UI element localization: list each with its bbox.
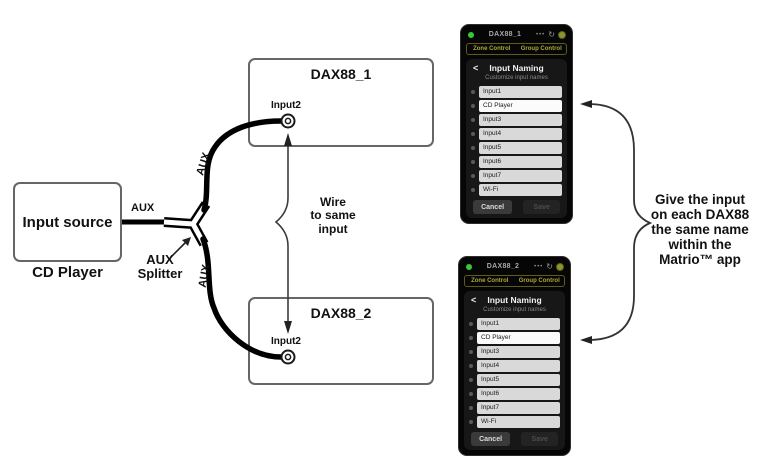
input7-field[interactable]: Input7 <box>479 170 562 182</box>
input-row: Input1 <box>469 318 560 330</box>
menu-icon[interactable]: ••• <box>533 263 544 270</box>
connection-status-icon <box>466 263 472 270</box>
phone2-tabbar: Zone Control Group Control <box>464 274 565 287</box>
input-row: Input3 <box>469 346 560 358</box>
row-bullet-icon <box>469 350 473 354</box>
input8-field[interactable]: Wi-Fi <box>479 184 562 196</box>
input-row: CD Player <box>469 332 560 344</box>
screen-header: < Input Naming <box>469 295 560 306</box>
annotation-text: Give the input on each DAX88 the same na… <box>650 192 750 268</box>
phone2-statusbar: DAX88_2 ••• ↻ <box>464 262 565 272</box>
row-bullet-icon <box>469 364 473 368</box>
input-row: Input4 <box>471 128 562 140</box>
input8-field[interactable]: Wi-Fi <box>477 416 560 428</box>
input-row: Input7 <box>469 402 560 414</box>
refresh-icon[interactable]: ↻ <box>548 29 555 39</box>
dax88-1-title: DAX88_1 <box>310 66 372 82</box>
input-source-label: Input source <box>22 213 113 231</box>
input3-field[interactable]: Input3 <box>477 346 560 358</box>
input7-field[interactable]: Input7 <box>477 402 560 414</box>
phone-screenshot-dax1: DAX88_1 ••• ↻ Zone Control Group Control… <box>460 24 573 224</box>
dax2-input2-label: Input2 <box>271 336 301 347</box>
input2-field[interactable]: CD Player <box>477 332 560 344</box>
input-row: Input6 <box>469 388 560 400</box>
input4-field[interactable]: Input4 <box>477 360 560 372</box>
screen-header: < Input Naming <box>471 63 562 74</box>
row-bullet-icon <box>471 132 475 136</box>
input5-field[interactable]: Input5 <box>479 142 562 154</box>
screen-subtitle: Customize input names <box>485 75 548 81</box>
input-row: Input7 <box>471 170 562 182</box>
button-row: Cancel Save <box>471 200 562 214</box>
phone-screenshot-dax2: DAX88_2 ••• ↻ Zone Control Group Control… <box>458 256 571 456</box>
back-icon[interactable]: < <box>473 63 479 73</box>
dax1-input2-label: Input2 <box>271 100 301 111</box>
aux-splitter-icon <box>163 201 211 247</box>
input5-field[interactable]: Input5 <box>477 374 560 386</box>
cancel-button[interactable]: Cancel <box>471 432 511 446</box>
row-bullet-icon <box>471 118 475 122</box>
power-status-icon[interactable] <box>556 262 564 271</box>
row-bullet-icon <box>469 406 473 410</box>
device-title: DAX88_2 <box>486 263 520 271</box>
input-row: Input3 <box>471 114 562 126</box>
input4-field[interactable]: Input4 <box>479 128 562 140</box>
phone1-statusbar: DAX88_1 ••• ↻ <box>466 30 567 40</box>
row-bullet-icon <box>469 322 473 326</box>
connection-status-icon <box>468 31 474 38</box>
aux-label-bottom: AUX <box>196 263 213 289</box>
wire-same-input-note: Wire to same input <box>310 195 356 236</box>
row-bullet-icon <box>471 146 475 150</box>
dax88-2-title: DAX88_2 <box>310 305 372 321</box>
input1-field[interactable]: Input1 <box>479 86 562 98</box>
row-bullet-icon <box>469 392 473 396</box>
input3-field[interactable]: Input3 <box>479 114 562 126</box>
input-row: Wi-Fi <box>471 184 562 196</box>
row-bullet-icon <box>471 174 475 178</box>
input-row: Input5 <box>469 374 560 386</box>
row-bullet-icon <box>471 160 475 164</box>
save-button[interactable]: Save <box>523 200 560 214</box>
tab-zone-control[interactable]: Zone Control <box>473 45 511 52</box>
screen-title: Input Naming <box>487 295 542 305</box>
input6-field[interactable]: Input6 <box>477 388 560 400</box>
row-bullet-icon <box>469 420 473 424</box>
power-status-icon[interactable] <box>558 30 566 39</box>
input2-field[interactable]: CD Player <box>479 100 562 112</box>
screen-subtitle: Customize input names <box>483 307 546 313</box>
input-row: Input4 <box>469 360 560 372</box>
device-title: DAX88_1 <box>488 31 522 39</box>
row-bullet-icon <box>471 90 475 94</box>
row-bullet-icon <box>471 104 475 108</box>
input6-field[interactable]: Input6 <box>479 156 562 168</box>
input-row: Input1 <box>471 86 562 98</box>
row-bullet-icon <box>471 188 475 192</box>
input-row: CD Player <box>471 100 562 112</box>
input-row: Input5 <box>471 142 562 154</box>
input-row: Wi-Fi <box>469 416 560 428</box>
input-naming-panel: < Input Naming Customize input names Inp… <box>466 59 567 218</box>
back-icon[interactable]: < <box>471 295 477 305</box>
aux-splitter-label: AUX Splitter <box>137 252 183 282</box>
input-row: Input6 <box>471 156 562 168</box>
row-bullet-icon <box>469 336 473 340</box>
input1-field[interactable]: Input1 <box>477 318 560 330</box>
aux-label-main: AUX <box>131 202 155 214</box>
tab-group-control[interactable]: Group Control <box>518 277 560 284</box>
menu-icon[interactable]: ••• <box>535 31 546 38</box>
save-button[interactable]: Save <box>521 432 558 446</box>
row-bullet-icon <box>469 378 473 382</box>
tab-zone-control[interactable]: Zone Control <box>471 277 509 284</box>
cancel-button[interactable]: Cancel <box>473 200 513 214</box>
aux-label-top: AUX <box>194 151 213 177</box>
phone1-tabbar: Zone Control Group Control <box>466 42 567 55</box>
input-source-box: Input source <box>13 182 122 262</box>
button-row: Cancel Save <box>469 432 560 446</box>
screen-title: Input Naming <box>489 63 544 73</box>
cd-player-caption: CD Player <box>32 264 103 281</box>
refresh-icon[interactable]: ↻ <box>546 261 553 271</box>
tab-group-control[interactable]: Group Control <box>520 45 562 52</box>
input-naming-panel: < Input Naming Customize input names Inp… <box>464 291 565 450</box>
